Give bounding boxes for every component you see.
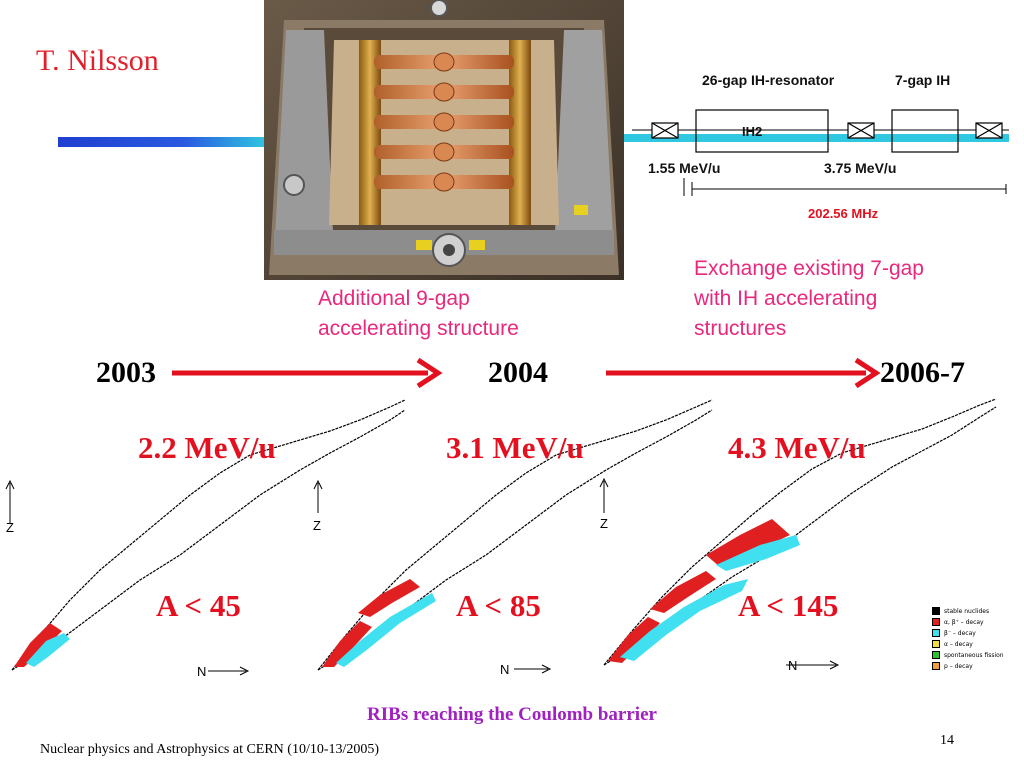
nuclide-chart-panel-1 — [5, 399, 406, 676]
nuclide-charts — [5, 398, 997, 676]
legend-item: stable nuclides — [932, 606, 1022, 616]
frequency-label: 202.56 MHz — [808, 206, 879, 221]
legend-label: α, β⁺ – decay — [944, 618, 984, 626]
mass-label-2: A < 85 — [456, 588, 541, 623]
additional-caption-line2: accelerating structure — [318, 317, 519, 340]
legend-label: p – decay — [944, 662, 973, 670]
legend-swatch — [932, 662, 940, 670]
nuclide-chart-panel-2 — [317, 399, 713, 674]
exchange-structures-caption: Exchange existing 7-gap with IH accelera… — [694, 254, 924, 344]
additional-structure-caption: Additional 9-gap accelerating structure — [318, 284, 519, 344]
mass-label-1: A < 45 — [156, 588, 241, 623]
seven-gap-label: 7-gap IH — [895, 72, 951, 88]
decay-legend: stable nuclides α, β⁺ – decay β⁻ – decay α … — [932, 606, 1022, 672]
year-2006-7: 2006-7 — [880, 356, 965, 389]
energy-in-label: 1.55 MeV/u — [648, 160, 721, 176]
year-2003: 2003 — [96, 356, 156, 389]
legend-item: p – decay — [932, 661, 1022, 671]
n-axis-label-2: N — [500, 662, 510, 677]
year-2004: 2004 — [488, 356, 548, 389]
exchange-caption-line3: structures — [694, 317, 787, 340]
legend-item: α, β⁺ – decay — [932, 617, 1022, 627]
ih2-label: IH2 — [742, 124, 763, 139]
z-axis-label-1: Z — [6, 520, 14, 535]
energy-label-3: 4.3 MeV/u — [728, 430, 866, 465]
energy-out-label: 3.75 MeV/u — [824, 160, 897, 176]
exchange-caption-line1: Exchange existing 7-gap — [694, 257, 924, 280]
legend-item: α – decay — [932, 639, 1022, 649]
legend-item: β⁻ – decay — [932, 628, 1022, 638]
legend-swatch — [932, 607, 940, 615]
arrow-2004-2006 — [606, 357, 881, 389]
legend-item: spontaneous fission — [932, 650, 1022, 660]
page-number: 14 — [940, 733, 954, 748]
author-name: T. Nilsson — [36, 44, 159, 77]
n-axis-label-3: N — [788, 658, 798, 673]
energy-label-2: 3.1 MeV/u — [446, 430, 584, 465]
ih-resonator-label: 26-gap IH-resonator — [702, 72, 835, 88]
energy-label-1: 2.2 MeV/u — [138, 430, 276, 465]
legend-swatch — [932, 640, 940, 648]
additional-caption-line1: Additional 9-gap — [318, 287, 470, 310]
legend-label: spontaneous fission — [944, 651, 1004, 659]
legend-swatch — [932, 618, 940, 626]
legend-label: β⁻ – decay — [944, 629, 976, 637]
legend-swatch — [932, 629, 940, 637]
beam-bar-left — [58, 137, 268, 147]
accelerator-photo — [264, 0, 624, 280]
arrow-2003-2004 — [172, 357, 443, 389]
nuclide-chart-panel-3 — [603, 398, 997, 670]
legend-label: α – decay — [944, 640, 973, 648]
legend-swatch — [932, 651, 940, 659]
legend-label: stable nuclides — [944, 607, 990, 615]
bottom-caption: RIBs reaching the Coulomb barrier — [367, 704, 657, 725]
mass-label-3: A < 145 — [738, 588, 839, 623]
z-axis-label-3: Z — [600, 516, 608, 531]
exchange-caption-line2: with IH accelerating — [694, 287, 878, 310]
z-axis-label-2: Z — [313, 518, 321, 533]
beamline-schematic: 26-gap IH-resonator 7-gap IH IH2 1.55 Me… — [624, 60, 1024, 230]
footer-text: Nuclear physics and Astrophysics at CERN… — [40, 742, 380, 757]
n-axis-label-1: N — [197, 664, 207, 679]
